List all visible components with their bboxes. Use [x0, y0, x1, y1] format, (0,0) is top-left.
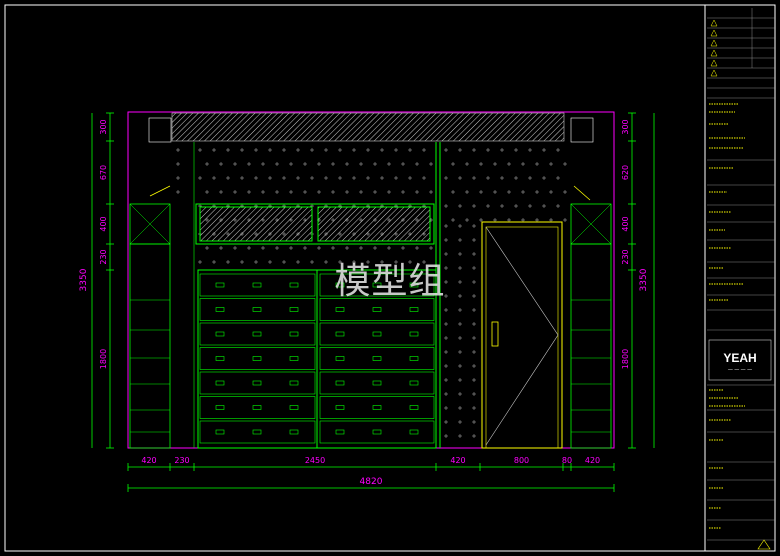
wallpaper-pattern-right	[444, 148, 567, 438]
dimension-label: 230	[174, 456, 189, 465]
dimension-label: 620	[621, 165, 630, 180]
dimension-label: 1800	[621, 349, 630, 369]
drawer-cabinet	[197, 269, 437, 449]
total-width-label: 4820	[360, 477, 383, 487]
dimension-label: 420	[450, 456, 465, 465]
dimensions-bottom: 420 230 2450 420 800 80 420	[127, 456, 615, 492]
dimension-label: 1800	[99, 349, 108, 369]
dimension-label: 670	[99, 165, 108, 180]
door-handle	[491, 321, 499, 347]
dimensions-left: 300 670 400 230 1800	[91, 112, 114, 449]
title-block-rows	[707, 8, 775, 541]
side-cabinet-left	[129, 117, 172, 449]
dimensions-right: 300 620 400 230 1800	[621, 112, 655, 449]
corner-triangle-icon	[757, 539, 771, 550]
logo-subtitle: 一 一 一 一	[728, 368, 752, 374]
dimension-label: 300	[99, 119, 108, 134]
dimension-label: 80	[562, 456, 572, 465]
dimension-label: 800	[514, 456, 529, 465]
logo-box	[708, 339, 772, 381]
watermark: 模型组	[334, 261, 446, 302]
logo-text: YEAH	[723, 351, 756, 365]
side-cabinet-right	[570, 117, 612, 449]
ceiling-hatch	[171, 112, 565, 142]
dimension-label: 300	[621, 119, 630, 134]
dimension-label: 230	[621, 249, 630, 264]
dimension-label: 230	[99, 249, 108, 264]
upper-glass-cabinet	[195, 203, 435, 245]
dimension-label: 2450	[305, 456, 325, 465]
door	[481, 221, 563, 449]
dimension-label: 420	[141, 456, 156, 465]
dimension-label: 400	[621, 216, 630, 231]
wall-light-left	[149, 185, 171, 197]
title-block: YEAH 一 一 一 一	[707, 8, 775, 550]
total-height-left-label: 3350	[79, 268, 89, 291]
wall-light-right	[573, 185, 591, 201]
revision-triangles	[710, 19, 718, 77]
dimension-label: 400	[99, 216, 108, 231]
total-height-right-label: 3350	[639, 268, 649, 291]
dimension-label: 420	[585, 456, 600, 465]
